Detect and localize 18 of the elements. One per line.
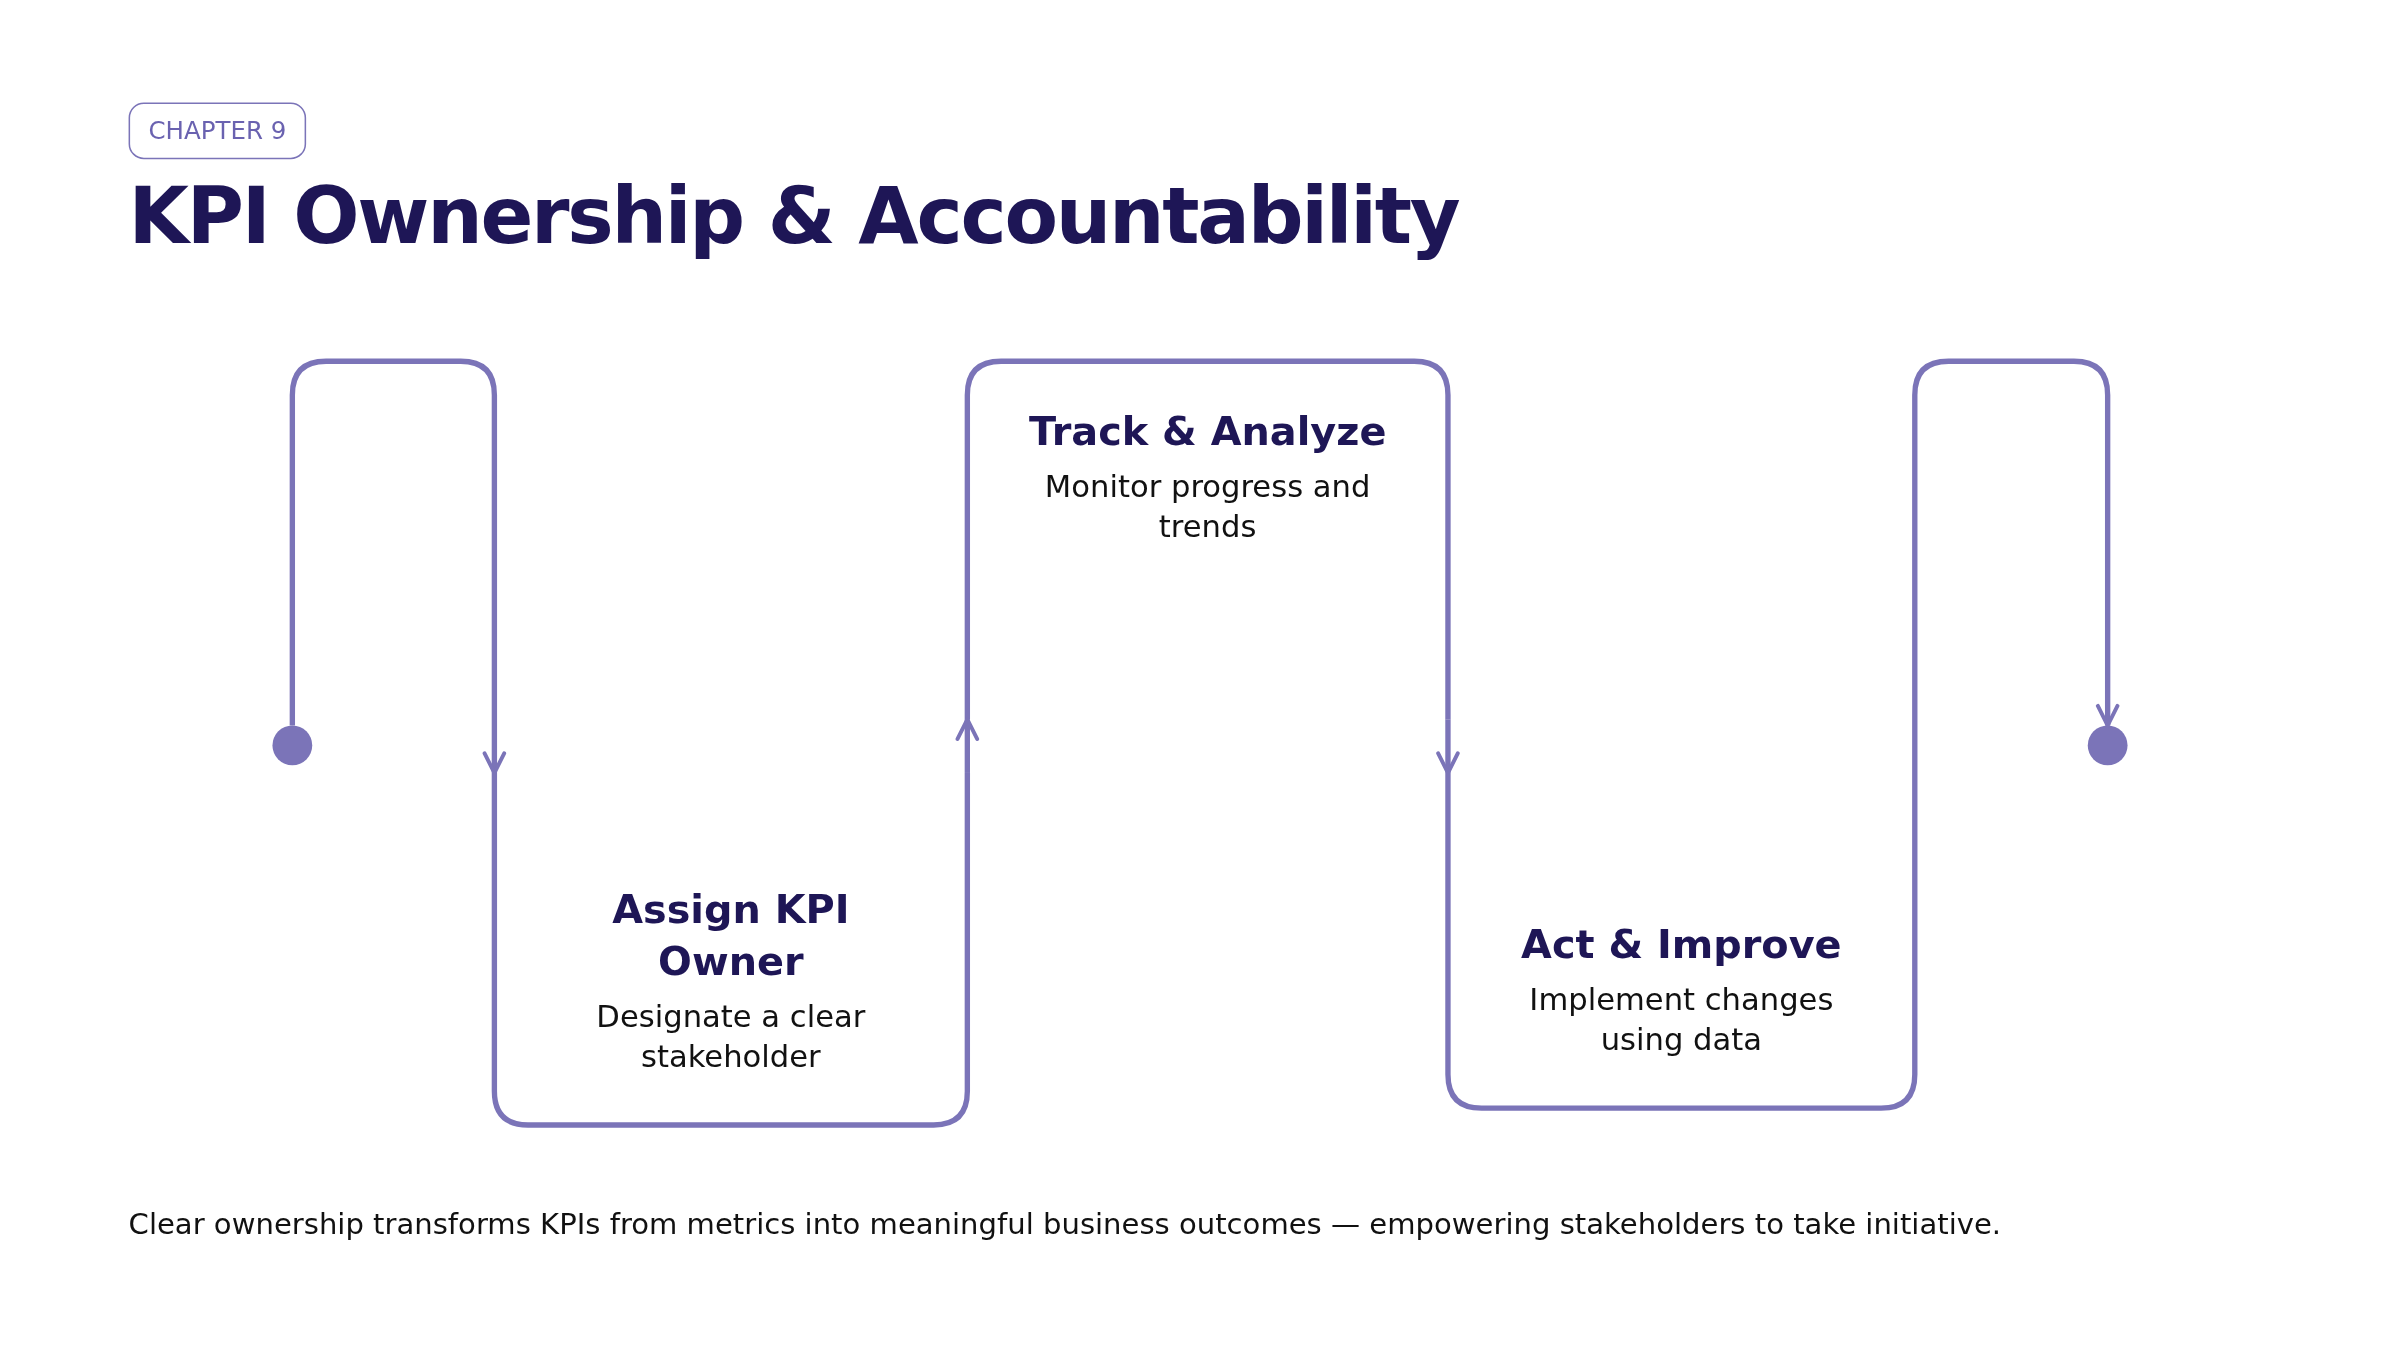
caption: Clear ownership transforms KPIs from metrics into meaningful business outcomes — empowering stakeholders to take initiative.	[128, 1206, 2002, 1240]
endpoint-dot	[272, 725, 313, 766]
arrow	[955, 717, 980, 773]
step-heading: Assign KPI Owner	[611, 885, 851, 986]
step-description: Monitor progress and trends	[1043, 467, 1372, 547]
endpoint-dot	[2087, 725, 2128, 766]
step-heading: Act & Improve	[1521, 920, 1842, 969]
step-description: Designate a clear stakeholder	[595, 996, 867, 1076]
chapter-tag: CHAPTER 9	[128, 102, 307, 160]
step-frame	[1447, 772, 1915, 1109]
step-description: Implement changes using data	[1528, 980, 1835, 1060]
arrow	[289, 358, 507, 775]
step-frame	[967, 361, 1448, 720]
step-heading: Track & Analyze	[1028, 407, 1387, 457]
arrow	[1912, 358, 2120, 773]
step-frame	[494, 772, 968, 1125]
title: KPI Ownership & Accountability	[128, 171, 1459, 262]
arrow	[1436, 719, 1460, 775]
